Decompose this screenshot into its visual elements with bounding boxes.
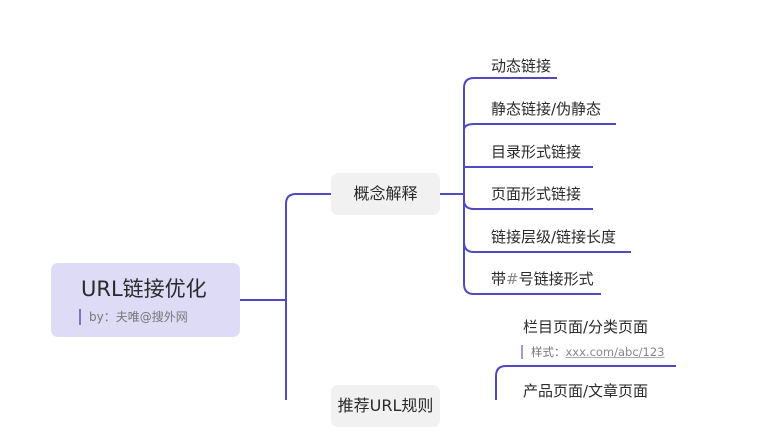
leaf-dynamic-link[interactable]: 动态链接 bbox=[491, 57, 552, 75]
branch-node-concepts[interactable]: 概念解释 bbox=[331, 173, 440, 215]
leaf-hash-symbol: # bbox=[506, 270, 519, 288]
leaf-directory-link[interactable]: 目录形式链接 bbox=[491, 143, 582, 161]
root-title: URL链接优化 bbox=[81, 277, 207, 301]
leaf-page-link[interactable]: 页面形式链接 bbox=[491, 185, 582, 203]
leaf-category-note: 样式：xxx.com/abc/123 bbox=[521, 345, 665, 359]
leaf-hash-link[interactable]: 带#号链接形式 bbox=[491, 268, 594, 289]
leaf-static-link[interactable]: 静态链接/伪静态 bbox=[491, 100, 602, 118]
note-url[interactable]: xxx.com/abc/123 bbox=[565, 345, 665, 359]
leaf-hash-suffix: 号链接形式 bbox=[518, 270, 594, 288]
leaf-link-depth[interactable]: 链接层级/链接长度 bbox=[491, 228, 617, 246]
connector-lines bbox=[240, 77, 676, 400]
leaf-product-page[interactable]: 产品页面/文章页面 bbox=[523, 382, 649, 400]
root-subtitle: by：夫唯@搜外网 bbox=[79, 309, 188, 325]
leaf-category-page[interactable]: 栏目页面/分类页面 bbox=[523, 318, 649, 336]
leaf-hash-prefix: 带 bbox=[491, 270, 507, 288]
branch-node-recommended-rules[interactable]: 推荐URL规则 bbox=[331, 385, 440, 427]
root-node[interactable]: URL链接优化 by：夫唯@搜外网 bbox=[51, 263, 240, 337]
note-label: 样式： bbox=[531, 345, 566, 359]
